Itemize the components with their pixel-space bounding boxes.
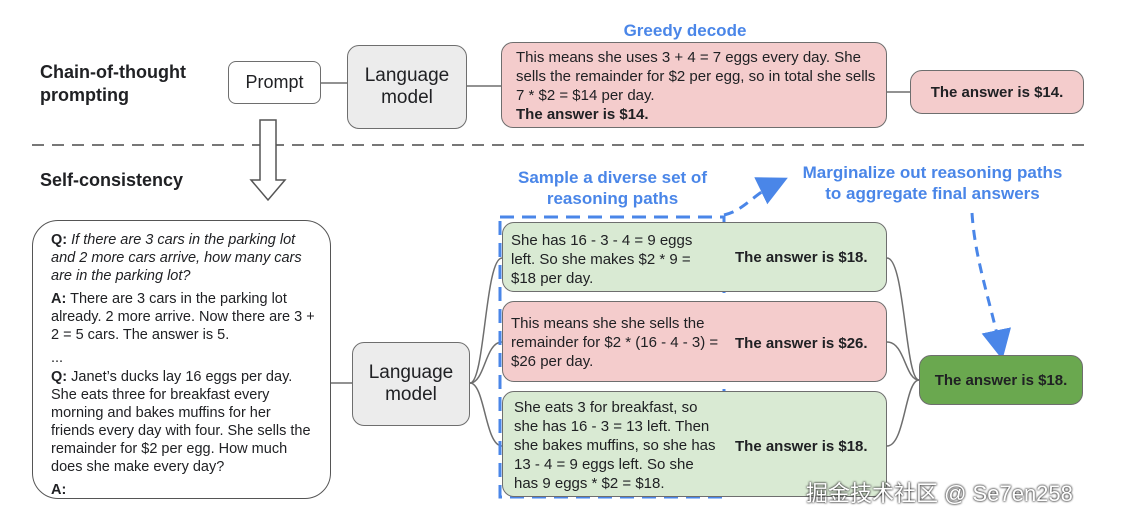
a1-paragraph: A: There are 3 cars in the parking lot a… (51, 290, 318, 344)
reasoning-path-2-answer: The answer is $26. (735, 335, 868, 352)
a1-text: There are 3 cars in the parking lot alre… (51, 291, 315, 343)
connector-path2-final (886, 341, 920, 381)
a2-paragraph: A: (51, 481, 318, 499)
ellipsis: ... (51, 350, 64, 366)
connector-path1-final (886, 257, 920, 381)
reasoning-path-2-text: This means she she sells the remainder f… (511, 315, 719, 370)
final-answer-box: The answer is $18. (919, 355, 1083, 405)
connector-lm-path3 (469, 382, 503, 447)
reasoning-path-2: This means she she sells the remainder f… (502, 301, 887, 382)
q2-paragraph: Q: Janet’s ducks lay 16 eggs per day. Sh… (51, 368, 318, 476)
reasoning-path-3-text: She eats 3 for breakfast, so she has 16 … (514, 399, 716, 492)
sc-language-model-box: Language model (352, 342, 470, 426)
marginalize-label: Marginalize out reasoning paths to aggre… (802, 163, 1063, 203)
sample-label: Sample a diverse set of reasoning paths (518, 168, 707, 208)
cot-section-label: Chain-of-thought prompting (40, 62, 186, 105)
q2-text: Janet’s ducks lay 16 eggs per day. She e… (51, 369, 311, 475)
q1-paragraph: Q: If there are 3 cars in the parking lo… (51, 231, 318, 285)
greedy-decode-label: Greedy decode (623, 21, 747, 40)
a1-label: A: (51, 291, 67, 307)
hollow-down-arrow (249, 119, 287, 202)
q1-label: Q: (51, 232, 68, 248)
reasoning-path-1-answer: The answer is $18. (735, 249, 868, 266)
cot-language-model-box: Language model (347, 45, 467, 129)
connector-path3-final (886, 379, 920, 447)
connector-lm-path1 (469, 257, 503, 384)
greedy-decode-box: This means she uses 3 + 4 = 7 eggs every… (501, 42, 887, 128)
connector-lm-path2 (469, 341, 503, 384)
prompt-box-small: Prompt (228, 61, 321, 104)
reasoning-path-3-answer: The answer is $18. (735, 438, 868, 455)
sc-section-label: Self-consistency (40, 170, 184, 190)
q1-text: If there are 3 cars in the parking lot a… (51, 232, 302, 284)
a2-label: A: (51, 482, 67, 498)
reasoning-path-1: She has 16 - 3 - 4 = 9 eggs left. So she… (502, 222, 887, 292)
blue-curve-arrow (723, 177, 788, 217)
prompt-example-box: Q: If there are 3 cars in the parking lo… (32, 220, 331, 499)
q2-label: Q: (51, 369, 68, 385)
reasoning-path-3: She eats 3 for breakfast, so she has 16 … (502, 391, 887, 497)
greedy-decode-answer: The answer is $14. (516, 106, 649, 123)
reasoning-path-1-text: She has 16 - 3 - 4 = 9 eggs left. So she… (511, 232, 693, 287)
blue-down-arrow (970, 212, 1012, 360)
watermark: 掘金技术社区 @ Se7en258 (806, 481, 1073, 506)
greedy-decode-text: This means she uses 3 + 4 = 7 eggs every… (516, 49, 876, 104)
cot-answer-box: The answer is $14. (910, 70, 1084, 114)
